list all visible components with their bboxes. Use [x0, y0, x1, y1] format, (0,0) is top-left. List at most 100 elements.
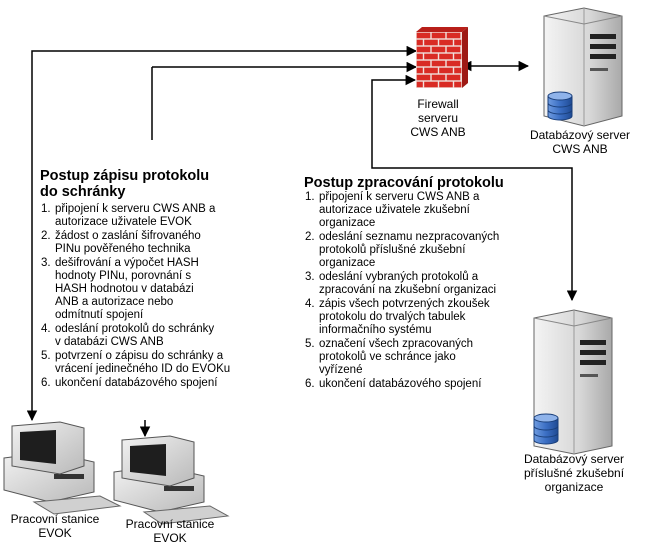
step-text-line: protokolů příslušné zkušební — [319, 244, 466, 256]
step-text-line: HASH hodnotou v databázi — [55, 283, 194, 295]
firewall-brick — [424, 53, 438, 60]
step-text-line: žádost o zaslání šifrovaného — [55, 230, 201, 242]
db-server-anb-label: Databázový server CWS ANB — [515, 128, 645, 156]
step-text-line: organizace — [319, 257, 376, 269]
step-text-line: odmítnutí spojení — [55, 309, 144, 321]
step-number: 2. — [41, 230, 51, 242]
step-number: 3. — [305, 271, 315, 283]
step-text-line: informačního systému — [319, 324, 432, 336]
firewall-brick — [416, 67, 423, 74]
firewall-brick — [416, 46, 431, 53]
firewall-brick — [454, 67, 462, 74]
step-number: 6. — [41, 377, 51, 389]
step-number: 2. — [305, 231, 315, 243]
firewall-brick — [416, 81, 423, 88]
write-procedure-title: Postup zápisu protokolu do schránky — [40, 168, 209, 200]
database-cylinder-icon — [547, 91, 573, 121]
firewall-brick — [454, 39, 462, 46]
database-cylinder-icon — [533, 413, 559, 445]
firewall-label-line: CWS ANB — [410, 125, 466, 139]
connector-firewall-org-server — [371, 74, 578, 302]
workstation-left-label-line: EVOK — [38, 526, 72, 540]
firewall-side — [462, 27, 468, 88]
firewall-icon — [416, 27, 468, 88]
step-text-line: zpracování na zkušební organizaci — [319, 284, 497, 296]
step-number: 4. — [305, 298, 315, 310]
step-text-line: připojení k serveru CWS ANB a — [319, 191, 480, 203]
step-number: 1. — [305, 191, 315, 203]
db-server-org-label: Databázový server příslušné zkušební org… — [504, 452, 644, 494]
firewall-brick — [439, 67, 453, 74]
firewall-label-line: serveru — [417, 111, 458, 125]
workstation-right-label-line: Pracovní stanice — [125, 517, 215, 531]
write-procedure-title-line: Postup zápisu protokolu — [40, 168, 210, 184]
step-text-line: potvrzení o zápisu do schránky a — [55, 350, 224, 362]
step-text-line: odeslání seznamu nezpracovaných — [319, 231, 500, 243]
firewall-label: Firewall serveru CWS ANB — [398, 97, 478, 139]
firewall-brick — [454, 53, 462, 60]
step-text-line: vrácení jedinečného ID do EVOKu — [55, 363, 231, 375]
step-text-line: připojení k serveru CWS ANB a — [55, 203, 216, 215]
firewall-brick — [446, 74, 461, 81]
firewall-brick — [431, 74, 446, 81]
firewall-brick — [446, 46, 461, 53]
db-server-org-label-line: Databázový server — [523, 452, 625, 466]
step-number: 6. — [305, 378, 315, 390]
firewall-brick — [431, 60, 446, 67]
step-text-line: v databázi CWS ANB — [55, 336, 164, 348]
firewall-brick — [454, 81, 462, 88]
firewall-brick — [416, 74, 431, 81]
firewall-brick — [446, 32, 461, 39]
step-number: 1. — [41, 203, 51, 215]
step-number: 3. — [41, 257, 51, 269]
step-text-line: ANB a autorizace nebo — [55, 296, 174, 308]
workstation-right-label-line: EVOK — [153, 531, 187, 545]
db-server-org-label-line: příslušné zkušební — [523, 466, 625, 480]
firewall-brick — [446, 60, 461, 67]
firewall-top — [416, 27, 468, 32]
step-text-line: ukončení databázového spojení — [55, 377, 218, 389]
processing-procedure-title: Postup zpracování protokolu — [304, 175, 504, 191]
step-text-line: hodnoty PINu, porovnání s — [55, 270, 192, 282]
organization-server-icon — [533, 309, 613, 455]
step-text-line: protokolů ve schránce jako — [319, 351, 456, 363]
firewall-brick — [431, 46, 446, 53]
workstation-right-label: Pracovní stanice EVOK — [112, 517, 228, 545]
workstation-left-label: Pracovní stanice EVOK — [0, 512, 110, 540]
step-text-line: zápis všech potvrzených zkoušek — [319, 298, 490, 310]
db-server-anb-label-line: Databázový server — [529, 128, 631, 142]
firewall-brick — [439, 81, 453, 88]
step-number: 4. — [41, 323, 51, 335]
connector-left-workstation-firewall — [26, 45, 418, 422]
step-text-line: organizace — [319, 217, 376, 229]
step-text-line: protokolu do trvalých tabulek — [319, 311, 466, 323]
firewall-brick — [424, 81, 438, 88]
procedure-step: 6. ukončení databázového spojení — [305, 378, 555, 391]
step-text-line: ukončení databázového spojení — [319, 378, 482, 390]
step-number: 5. — [41, 350, 51, 362]
processing-procedure-title-line: Postup zpracování protokolu — [304, 175, 504, 191]
step-text-line: označení všech zpracovaných — [319, 338, 474, 350]
workstation-left-label-line: Pracovní stanice — [10, 512, 100, 526]
firewall-brick — [439, 39, 453, 46]
database-server-icon — [543, 7, 623, 127]
workstation-left-icon — [3, 421, 122, 515]
step-text-line: autorizace uživatele zkušební — [319, 204, 470, 216]
firewall-label-line: Firewall — [417, 97, 459, 111]
workstation-right-icon — [113, 435, 230, 525]
step-text-line: odeslání vybraných protokolů a — [319, 271, 479, 283]
write-procedure-title-line: do schránky — [40, 184, 126, 200]
connectors — [26, 45, 578, 438]
